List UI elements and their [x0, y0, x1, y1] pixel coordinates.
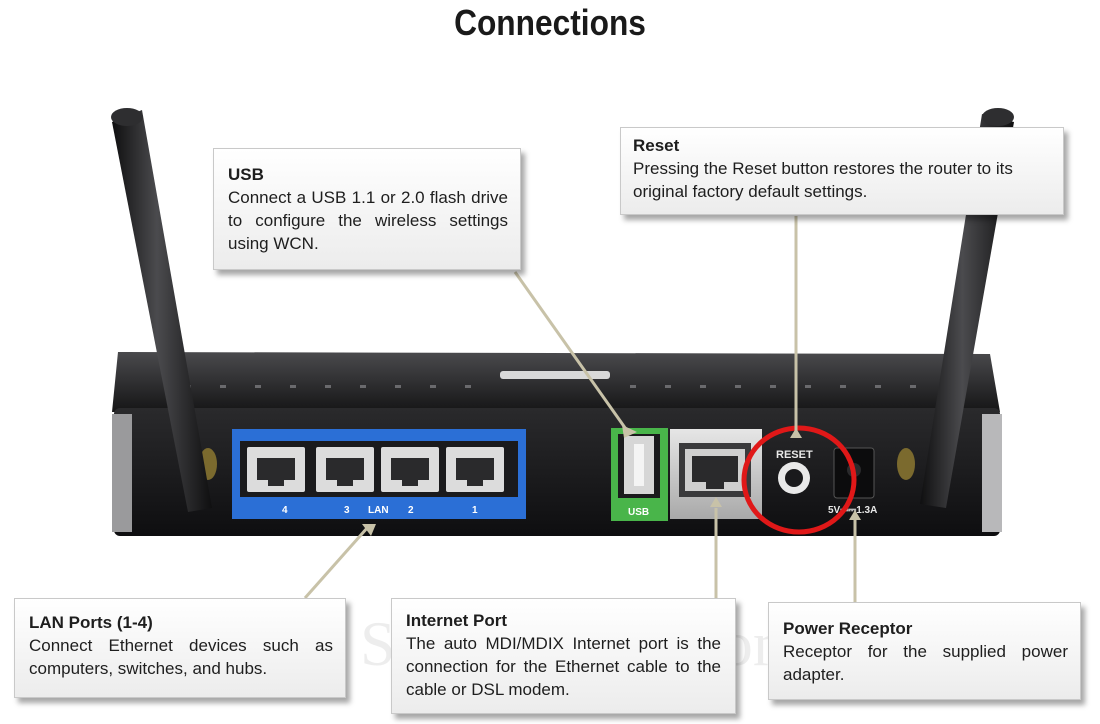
lan-leader: [303, 526, 370, 599]
left-antenna: [111, 108, 212, 512]
right-side-panel: [982, 414, 1002, 532]
leader-lines: [303, 216, 857, 602]
top-light-strip: [500, 371, 610, 379]
reset-callout-body: Pressing the Reset button restores the r…: [633, 159, 1013, 201]
lan-callout-body: Connect Ethernet devices such as compute…: [29, 636, 333, 678]
power-callout-body: Receptor for the supplied power adapter.: [783, 642, 1068, 684]
reset-callout: Reset Pressing the Reset button restores…: [620, 127, 1064, 215]
lan-callout: LAN Ports (1-4) Connect Ethernet devices…: [14, 598, 346, 698]
power-rating-label: 5V⎓⎓1.3A: [828, 505, 877, 516]
usb-port-label: USB: [628, 507, 649, 518]
vent-holes: [185, 385, 916, 388]
lan-label-2: 2: [408, 505, 414, 516]
lan-label-text: LAN: [368, 505, 389, 516]
usb-callout: USB Connect a USB 1.1 or 2.0 flash drive…: [213, 148, 521, 270]
usb-leader: [513, 271, 630, 433]
usb-port-panel: USB: [611, 428, 668, 521]
internet-callout: Internet Port The auto MDI/MDIX Internet…: [391, 598, 736, 714]
reset-callout-heading: Reset: [633, 136, 680, 155]
lan-label-1: 1: [472, 505, 478, 516]
internet-callout-body: The auto MDI/MDIX Internet port is the c…: [406, 634, 721, 699]
power-callout-heading: Power Receptor: [783, 619, 913, 638]
right-antenna-mount: [897, 448, 915, 480]
lan-label-4: 4: [282, 505, 288, 516]
power-callout: Power Receptor Receptor for the supplied…: [768, 602, 1081, 700]
reset-button[interactable]: [785, 469, 803, 487]
lan-label-3: 3: [344, 505, 350, 516]
reset-highlight-circle: [741, 425, 857, 535]
lan-port-panel: 4 3 LAN 2 1: [232, 429, 526, 519]
usb-callout-body: Connect a USB 1.1 or 2.0 flash drive to …: [228, 188, 508, 253]
lan-callout-heading: LAN Ports (1-4): [29, 613, 153, 632]
usb-callout-heading: USB: [228, 165, 264, 184]
left-side-panel: [112, 414, 132, 532]
reset-button-area: RESET: [776, 449, 813, 494]
internet-callout-heading: Internet Port: [406, 611, 508, 630]
reset-port-label: RESET: [776, 449, 813, 461]
page-title: Connections: [454, 2, 646, 43]
